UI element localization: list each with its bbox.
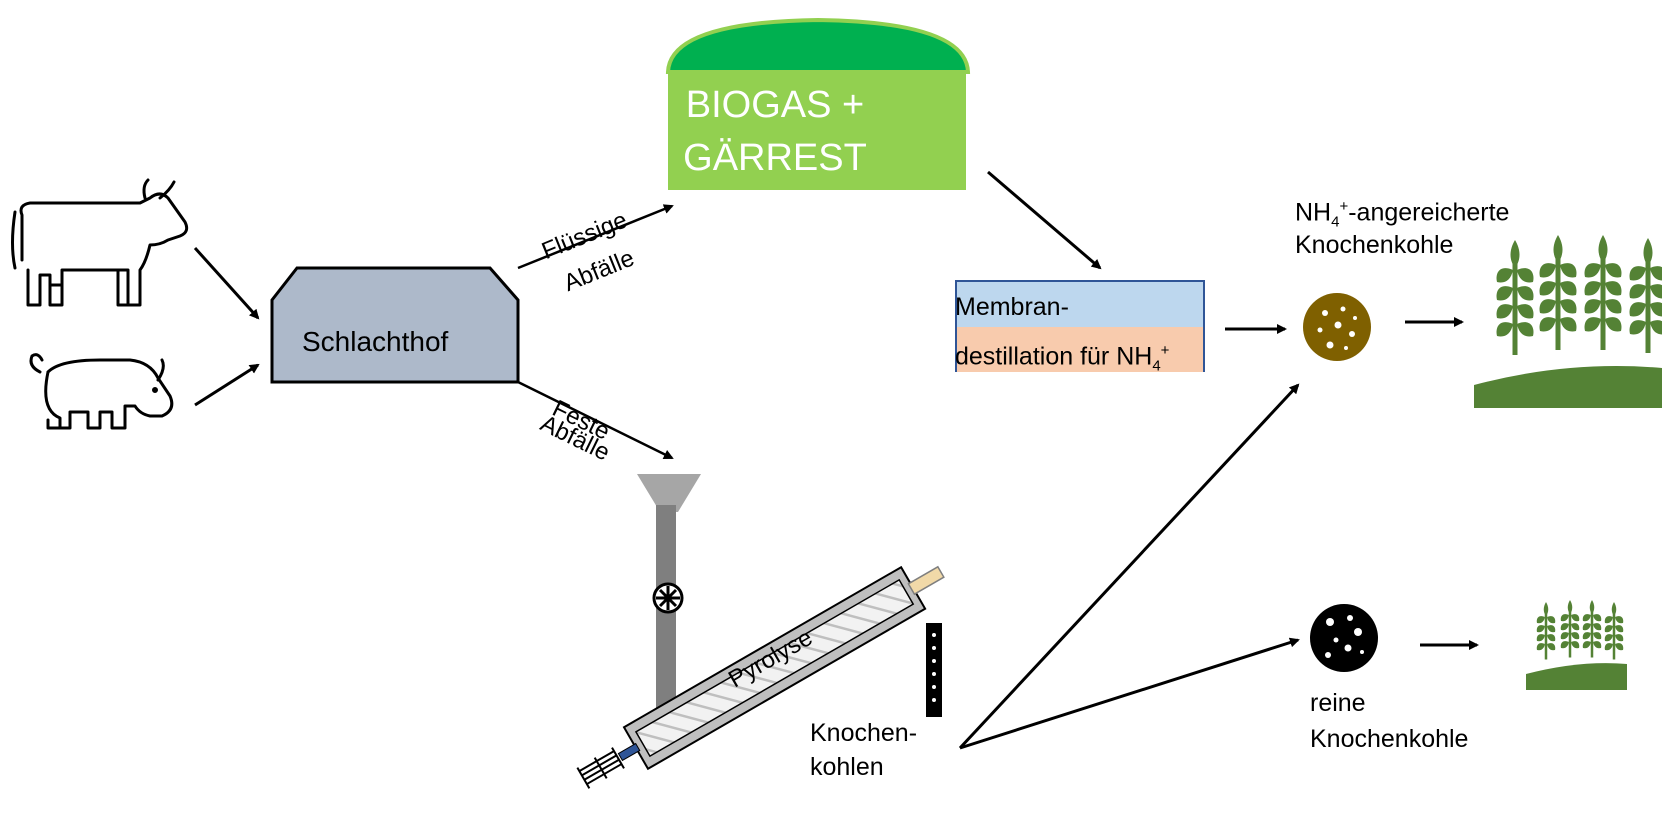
schlachthof-label: Schlachthof xyxy=(302,326,449,357)
edge-cow-to-schlachthof xyxy=(193,246,260,320)
enriched-char-label-line2: Knochenkohle xyxy=(1295,231,1454,259)
pig-icon xyxy=(29,353,174,430)
biogas-dome xyxy=(665,17,971,74)
enriched-char-label-line1: NH4+-angereicherte xyxy=(1295,198,1510,231)
pure-char-label-line2: Knochenkohle xyxy=(1310,725,1469,753)
membran-label-line2: destillation für NH4+ xyxy=(955,342,1170,375)
edge-bonechar-to-pure xyxy=(959,637,1300,750)
bone-char-enriched-icon xyxy=(1303,293,1371,361)
bone-char-label-line2: kohlen xyxy=(810,753,884,781)
wheat-field-small-icon xyxy=(1526,598,1627,690)
biogas-node xyxy=(668,72,966,190)
biogas-label-line2: GÄRREST xyxy=(683,137,867,179)
cow-icon xyxy=(11,178,189,307)
pure-char-label-line1: reine xyxy=(1310,689,1366,717)
membran-label-line1: Membran- xyxy=(955,293,1069,321)
bone-char-label-line1: Knochen- xyxy=(810,719,918,747)
pyrolysis-reactor-icon xyxy=(576,474,945,789)
edge-pig-to-schlachthof xyxy=(194,363,260,407)
edge-solid-waste xyxy=(517,380,674,460)
biogas-label-line1: BIOGAS + xyxy=(685,84,865,126)
wheat-field-large-icon xyxy=(1474,235,1662,408)
membrane-distillation-node: Membran- destillation für NH4+ xyxy=(955,280,1205,374)
edge-biogas-to-membrane xyxy=(987,170,1102,270)
schlachthof-node xyxy=(270,266,520,384)
edge-bonechar-to-enriched xyxy=(958,383,1300,750)
bone-char-pure-icon xyxy=(1310,604,1378,672)
edge-liquid-waste xyxy=(517,204,674,270)
